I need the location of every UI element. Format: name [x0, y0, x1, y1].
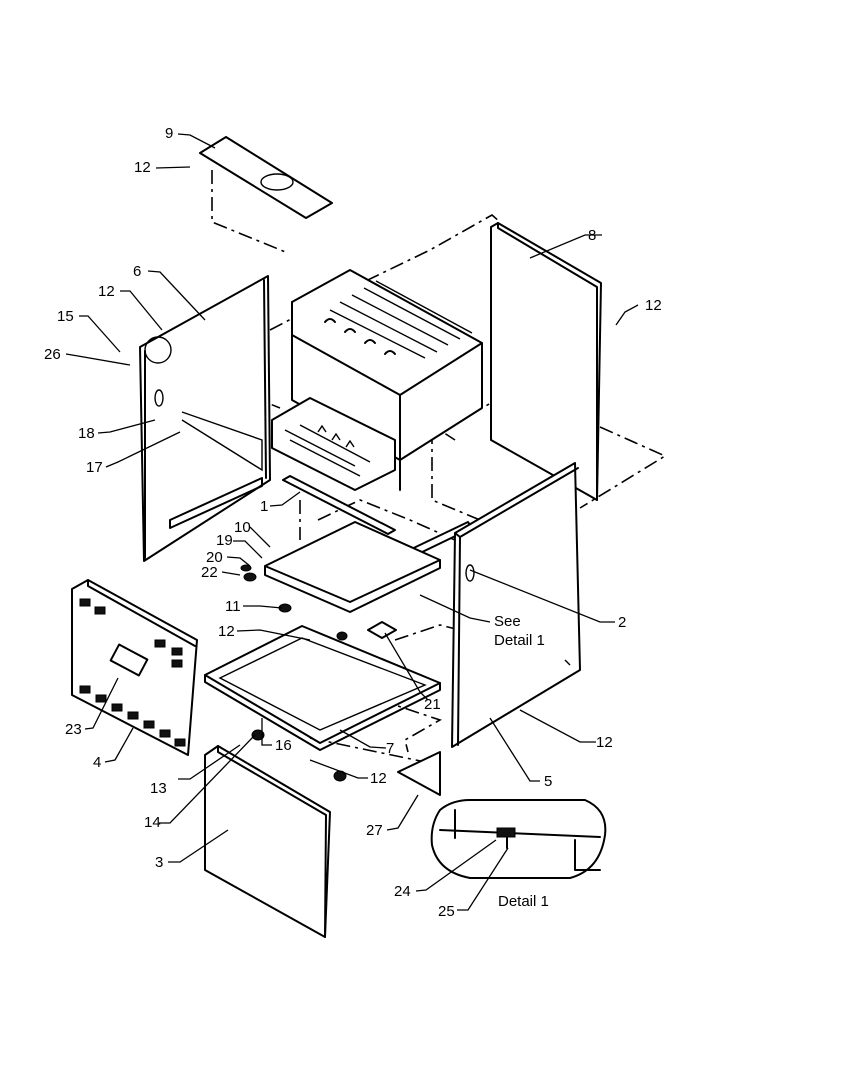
callout-12-right-panel: 12: [645, 297, 662, 314]
callout-6: 6: [133, 263, 141, 280]
callout-14: 14: [144, 814, 161, 831]
right-side-panel-part-8: [490, 222, 602, 501]
callout-27: 27: [366, 822, 383, 839]
callout-23: 23: [65, 721, 82, 738]
lower-door-part-3: [204, 729, 347, 938]
callout-3: 3: [155, 854, 163, 871]
callout-12-tray: 12: [370, 770, 387, 787]
callout-24: 24: [394, 883, 411, 900]
callout-12-top: 12: [134, 159, 151, 176]
detail-1-title: Detail 1: [498, 893, 549, 910]
callout-labels: 9 12 8 12 6 12 15 26 18 17 1 10 19 20 22…: [44, 125, 662, 920]
callout-12-cabinet: 12: [596, 734, 613, 751]
left-side-panel-part-6: [139, 275, 271, 562]
callout-5: 5: [544, 773, 552, 790]
panel-vent-slots: [79, 598, 186, 747]
see-detail-line2: Detail 1: [494, 632, 545, 649]
callout-16: 16: [275, 737, 292, 754]
callout-22: 22: [201, 564, 218, 581]
callout-10: 10: [234, 519, 251, 536]
callout-2: 2: [618, 614, 626, 631]
leader-lines: [65, 133, 639, 911]
callout-7: 7: [386, 740, 394, 757]
mounting-bracket-assembly: [240, 521, 441, 641]
callout-9: 9: [165, 125, 173, 142]
top-panel-part-9: [199, 136, 333, 219]
callout-18: 18: [78, 425, 95, 442]
callout-15: 15: [57, 308, 74, 325]
cabinet-panel-part-5: [451, 462, 581, 748]
callout-12-bracket: 12: [218, 623, 235, 640]
callout-26: 26: [44, 346, 61, 363]
callout-21: 21: [424, 696, 441, 713]
callout-4: 4: [93, 754, 101, 771]
callout-1: 1: [260, 498, 268, 515]
callout-20: 20: [206, 549, 223, 566]
callout-12-left-panel: 12: [98, 283, 115, 300]
bracket-part-27: [397, 751, 441, 796]
callout-25: 25: [438, 903, 455, 920]
front-panel-part-4: [71, 579, 198, 756]
detail-1-inset: [430, 799, 607, 879]
heat-exchanger-assembly: [271, 269, 483, 535]
see-detail-line1: See: [494, 613, 521, 630]
callout-8: 8: [588, 227, 596, 244]
callout-19: 19: [216, 532, 233, 549]
callout-17: 17: [86, 459, 103, 476]
callout-11: 11: [225, 598, 241, 615]
callout-13: 13: [150, 780, 167, 797]
bottom-tray-part-7: [204, 625, 441, 751]
